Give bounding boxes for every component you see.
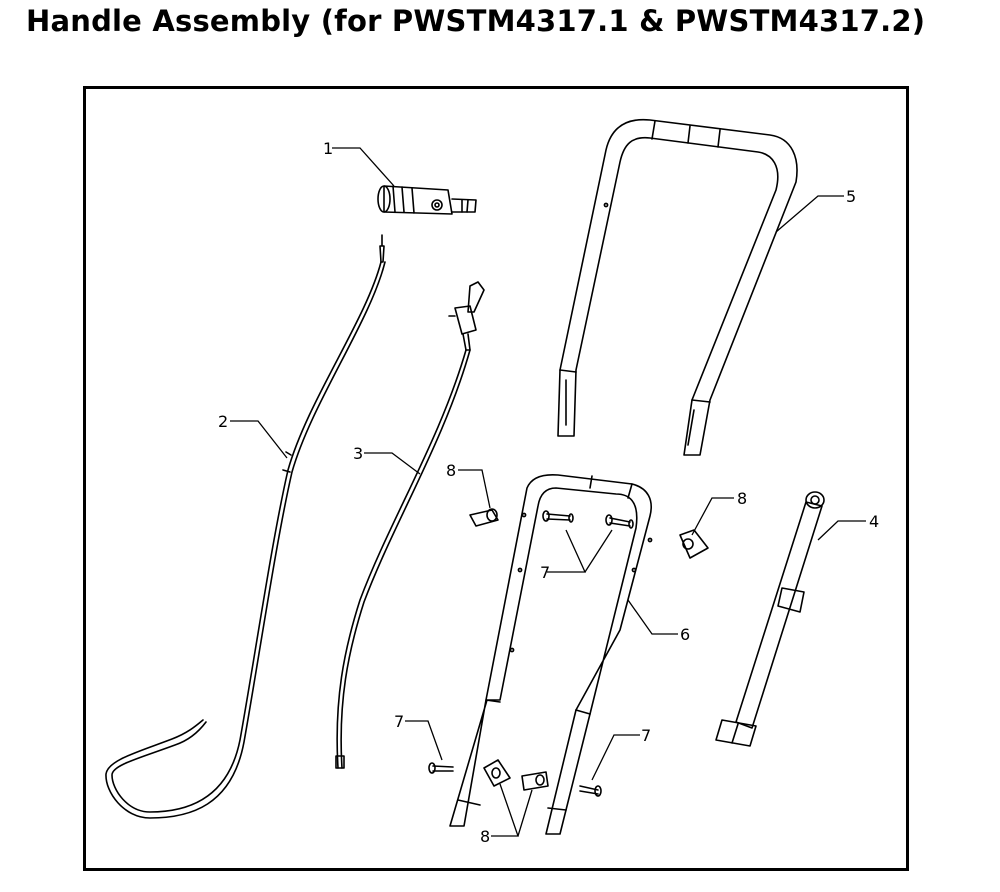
- callout-7-top: 7: [540, 563, 550, 582]
- callout-5: 5: [846, 187, 856, 206]
- callout-1: 1: [323, 139, 333, 158]
- callout-8-top-right: 8: [737, 489, 747, 508]
- callout-8-top-left: 8: [446, 461, 456, 480]
- callout-6: 6: [680, 625, 690, 644]
- diagram-frame: [83, 86, 909, 871]
- callout-2: 2: [218, 412, 228, 431]
- leader-lines: [230, 147, 866, 837]
- part-8-knobs: [469, 508, 709, 791]
- part-5-upper-handle: [557, 118, 798, 456]
- callout-3: 3: [353, 444, 363, 463]
- part-1-switch-box: [377, 185, 477, 215]
- callout-4: 4: [869, 512, 879, 531]
- callout-7-left: 7: [394, 712, 404, 731]
- part-6-lower-handle: [449, 473, 653, 835]
- part-4-side-rod: [715, 491, 825, 747]
- part-2-cable: [105, 234, 386, 819]
- callout-7-right: 7: [641, 726, 651, 745]
- callout-labels: 1 2 3 8 7 8 4 5 6 7 7 8: [218, 139, 879, 846]
- callout-8-bottom: 8: [480, 827, 490, 846]
- part-3-throttle-cable: [335, 281, 485, 769]
- part-7-bolts: [428, 510, 634, 797]
- page-title: Handle Assembly (for PWSTM4317.1 & PWSTM…: [26, 4, 926, 38]
